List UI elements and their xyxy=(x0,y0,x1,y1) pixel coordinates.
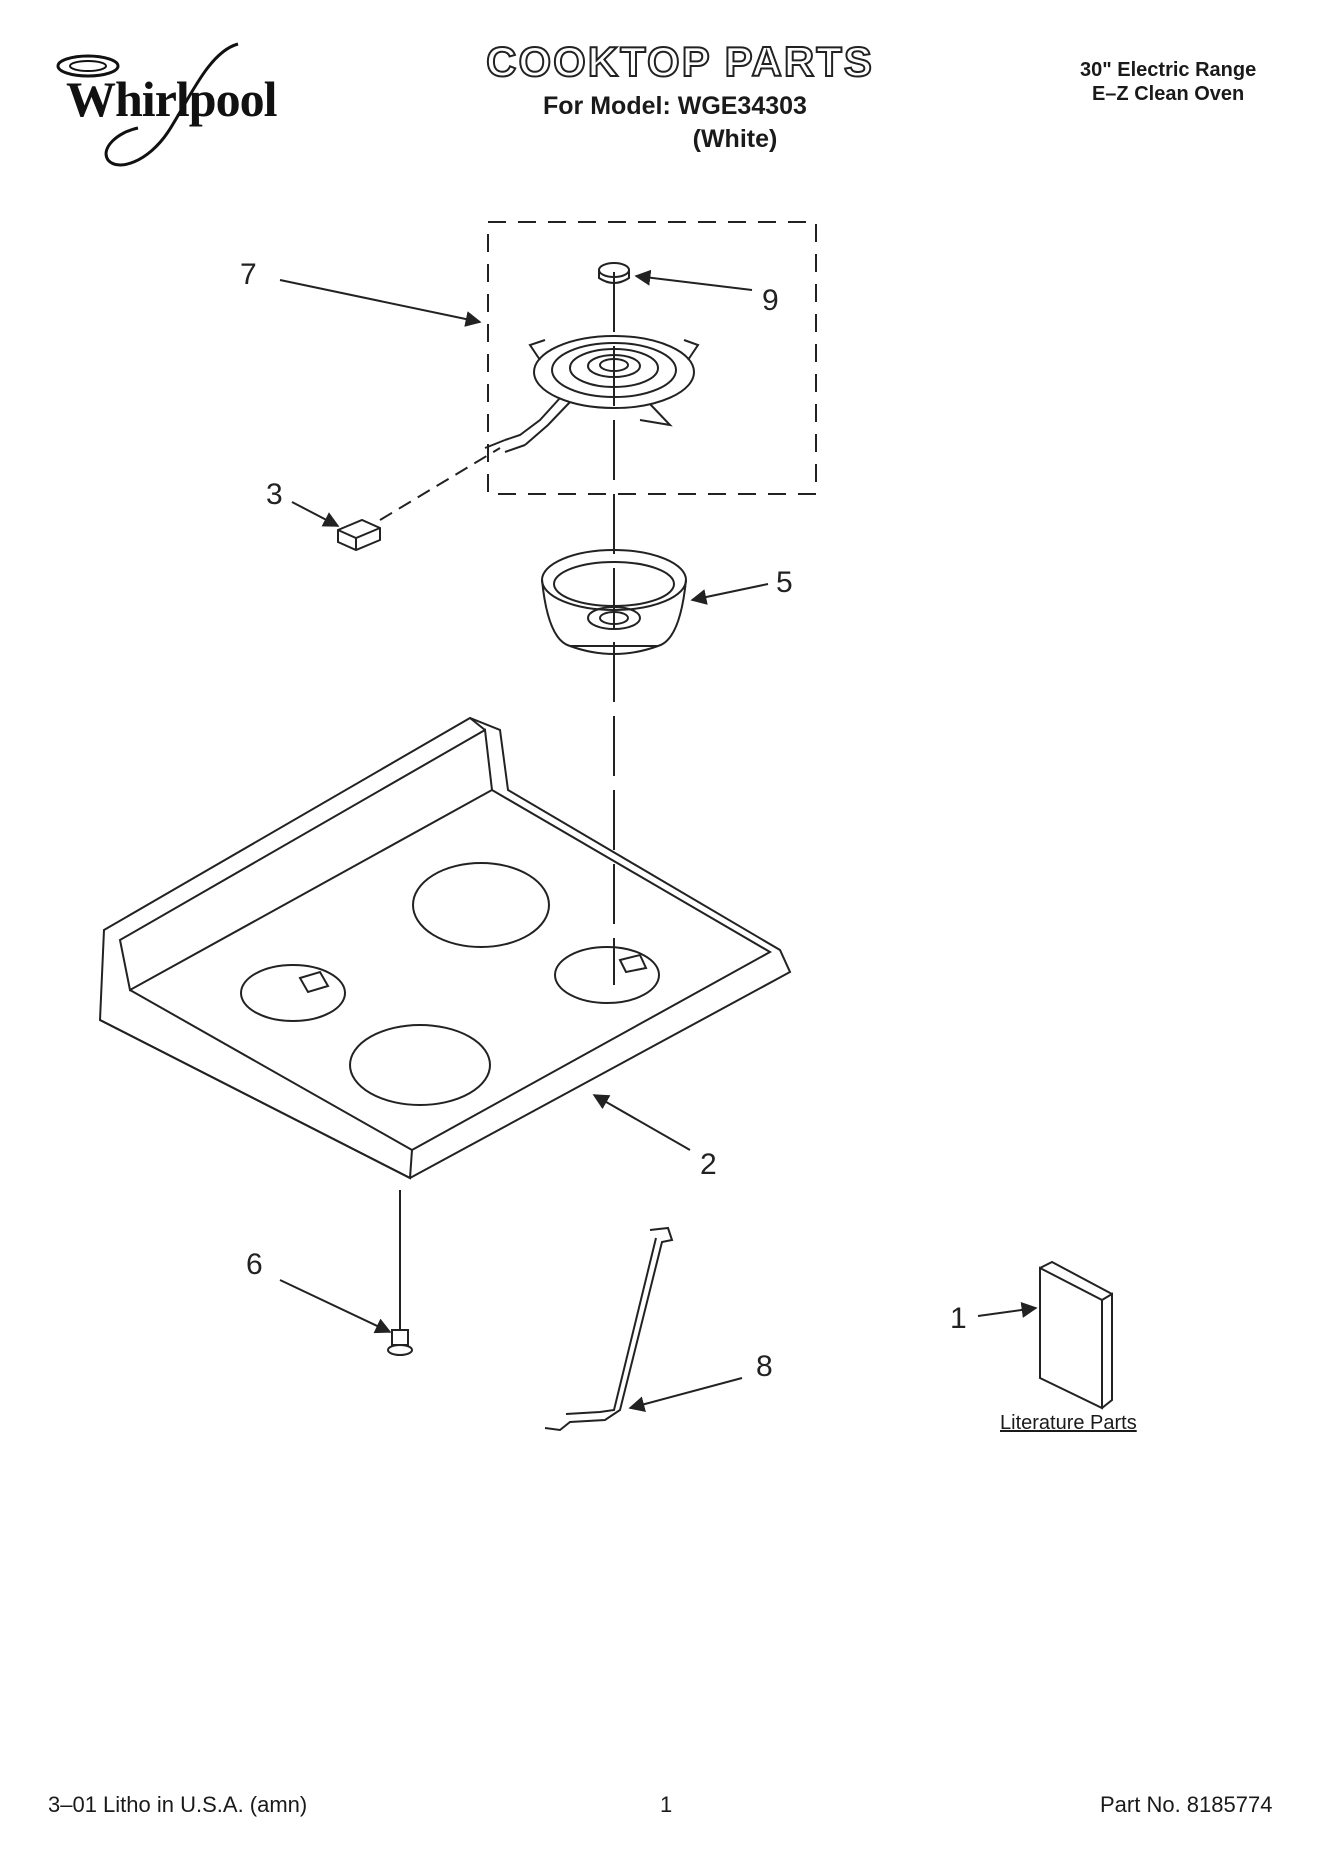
leader-5 xyxy=(690,583,769,605)
color-line: (White) xyxy=(692,125,778,153)
part-7-surface-element xyxy=(484,335,700,453)
callout-7: 7 xyxy=(240,258,257,291)
logo-swirl-icon xyxy=(56,42,239,167)
product-line-1: 30" Electric Range xyxy=(1080,59,1257,81)
leader-2 xyxy=(592,1094,691,1151)
whirlpool-logo: Whirlpool xyxy=(48,42,288,172)
leader-8 xyxy=(628,1377,743,1413)
model-line: For Model: WGE34303 xyxy=(543,92,807,120)
footer-part-number: Part No. 8185774 xyxy=(1100,1792,1273,1817)
product-line-2: E–Z Clean Oven xyxy=(1091,83,1245,105)
leader-9 xyxy=(634,269,753,291)
part-3-terminal-block xyxy=(337,447,501,552)
footer-litho: 3–01 Litho in U.S.A. (amn) xyxy=(48,1792,308,1817)
leader-1 xyxy=(977,1302,1038,1318)
product-description: 30" Electric Range E–Z Clean Oven xyxy=(1080,58,1256,106)
part-5-drip-bowl xyxy=(541,549,687,655)
callout-8: 8 xyxy=(756,1350,773,1383)
leader-3 xyxy=(291,501,340,527)
leader-6 xyxy=(279,1279,392,1334)
callout-6: 6 xyxy=(246,1248,263,1281)
part-9-cap xyxy=(598,262,630,284)
callout-3: 3 xyxy=(266,478,283,511)
callout-2: 2 xyxy=(700,1148,717,1181)
part-8-support-rod xyxy=(544,1226,674,1432)
part-6-screw xyxy=(387,1190,413,1356)
part-2-cooktop xyxy=(98,716,792,1180)
leader-7 xyxy=(279,279,482,327)
callout-9: 9 xyxy=(762,284,779,317)
element-group-box xyxy=(487,221,817,495)
literature-parts-label: Literature Parts xyxy=(1000,1412,1137,1434)
title-block: COOKTOP PARTS For Model: WGE34303 (White… xyxy=(420,37,940,154)
footer-page-number: 1 xyxy=(660,1792,673,1817)
part-1-literature xyxy=(1039,1260,1113,1410)
logo-wordmark: Whirlpool xyxy=(66,71,277,127)
callout-5: 5 xyxy=(776,566,793,599)
callout-1: 1 xyxy=(950,1302,967,1335)
page-title: COOKTOP PARTS xyxy=(485,37,874,86)
